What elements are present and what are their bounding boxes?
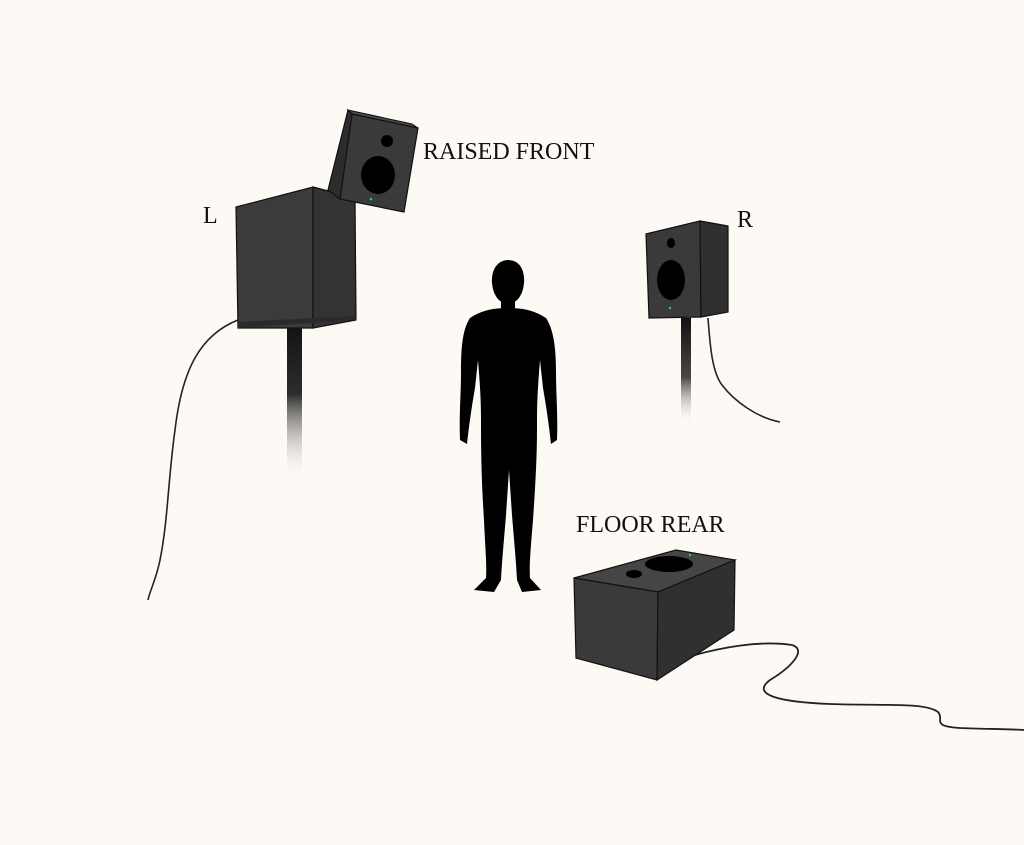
- right-speaker-led: [668, 306, 672, 310]
- raised-front-speaker-side-face: [327, 108, 353, 201]
- person-silhouette-icon: [459, 260, 558, 592]
- right-speaker-tweeter: [667, 238, 675, 248]
- raised-front-speaker: [327, 108, 419, 213]
- right-stand-pole: [681, 318, 691, 426]
- floor-rear-speaker-woofer: [645, 556, 693, 572]
- left-speaker-side-face: [312, 186, 357, 329]
- right-speaker: [645, 220, 729, 319]
- left-speaker-bottom-edge: [238, 316, 356, 328]
- floor-rear-speaker: [573, 549, 738, 682]
- right-speaker-label: R: [737, 207, 754, 233]
- floor-rear-speaker-front-face: [573, 577, 659, 681]
- left-speaker: [235, 186, 357, 329]
- left-stand-pole: [287, 322, 302, 482]
- floor-rear-label: FLOOR REAR: [576, 512, 725, 538]
- floor-rear-speaker-tweeter: [626, 570, 642, 578]
- raised-front-label: RAISED FRONT: [423, 139, 595, 165]
- right-speaker-cable: [707, 317, 781, 423]
- left-speaker-cable: [147, 319, 239, 601]
- raised-front-speaker-woofer: [361, 156, 395, 194]
- floor-rear-speaker-led: [688, 553, 692, 557]
- floor-rear-speaker-cable: [694, 642, 1024, 731]
- floor-rear-speaker-side-face: [656, 559, 736, 682]
- right-speaker-side-face: [699, 220, 729, 318]
- right-speaker-woofer: [657, 260, 685, 300]
- left-speaker-front-face: [235, 186, 314, 329]
- left-speaker-label: L: [203, 203, 218, 229]
- raised-front-speaker-tweeter: [381, 135, 393, 147]
- raised-front-speaker-led: [369, 197, 373, 201]
